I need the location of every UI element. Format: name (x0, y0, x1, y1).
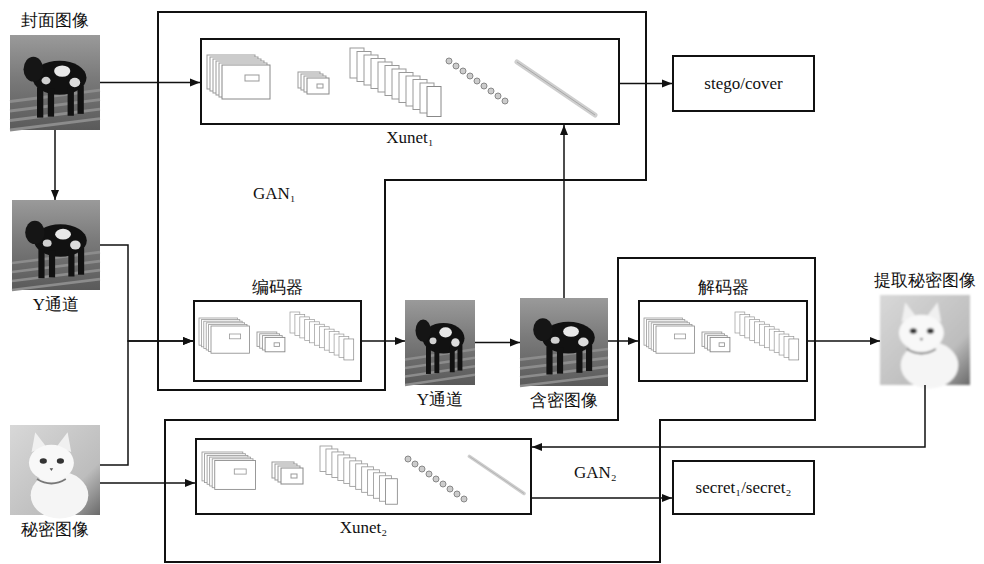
stego-image (520, 298, 608, 386)
caption-label: 提取秘密图像 (874, 271, 976, 291)
caption-label: 封面图像 (21, 11, 89, 31)
image-panel: 秘密图像 (10, 425, 100, 515)
process-box: Xunet₂ (195, 438, 532, 515)
cover-image (10, 35, 100, 130)
gan-region: GAN₂ 解码器 Xunet₂ (165, 258, 815, 562)
arrow-connector (362, 340, 405, 342)
caption-label: 秘密图像 (21, 520, 89, 540)
caption-label: 编码器 (252, 278, 303, 298)
y-channel-image (405, 300, 475, 385)
caption-label: Xunet₂ (340, 518, 387, 538)
process-box: 解码器 (638, 300, 808, 382)
extracted-image (880, 295, 970, 389)
arrow-connector (808, 340, 880, 342)
secret-image (10, 425, 100, 519)
image-panel: 提取秘密图像 (880, 295, 970, 385)
arrow-connector (100, 245, 193, 341)
caption-label: Y通道 (33, 295, 79, 315)
caption-label: 含密图像 (530, 391, 598, 411)
process-box: stego/cover (672, 55, 815, 112)
image-panel: 含密图像 (520, 298, 608, 386)
image-panel: 封面图像 (10, 35, 100, 130)
region-outline (158, 12, 646, 390)
arrow-connector (608, 340, 638, 342)
arrow-connector (532, 497, 672, 499)
region-outline (165, 258, 815, 562)
box-label: secret₁/secret₂ (696, 478, 792, 498)
region-label: GAN₁ (253, 184, 296, 204)
region-border (158, 12, 646, 390)
region-border (165, 258, 815, 562)
process-box: Xunet₁ (200, 38, 620, 125)
layer-icons (199, 312, 354, 360)
arrow-connector (563, 125, 565, 298)
box-label: stego/cover (704, 74, 782, 94)
caption-label: 解码器 (698, 278, 749, 298)
y-channel-image (12, 200, 100, 290)
gan-region: GAN₁ Xunet₁ 编码器 (158, 12, 646, 390)
process-box: 编码器 (193, 300, 362, 382)
image-panel: Y通道 (405, 300, 475, 385)
caption-label: Y通道 (417, 390, 463, 410)
arrow-connector (475, 342, 520, 344)
arrow-connector (54, 130, 56, 200)
image-panel: Y通道 (12, 200, 100, 290)
arrow-connector (100, 82, 200, 84)
layer-icons (207, 48, 595, 117)
layer-icons (202, 446, 524, 504)
caption-label: Xunet₁ (386, 128, 433, 148)
arrow-connector (100, 341, 193, 465)
arrow-connector (100, 482, 195, 484)
region-label: GAN₂ (574, 463, 617, 483)
process-box: secret₁/secret₂ (672, 460, 815, 515)
layer-icons (644, 312, 799, 360)
